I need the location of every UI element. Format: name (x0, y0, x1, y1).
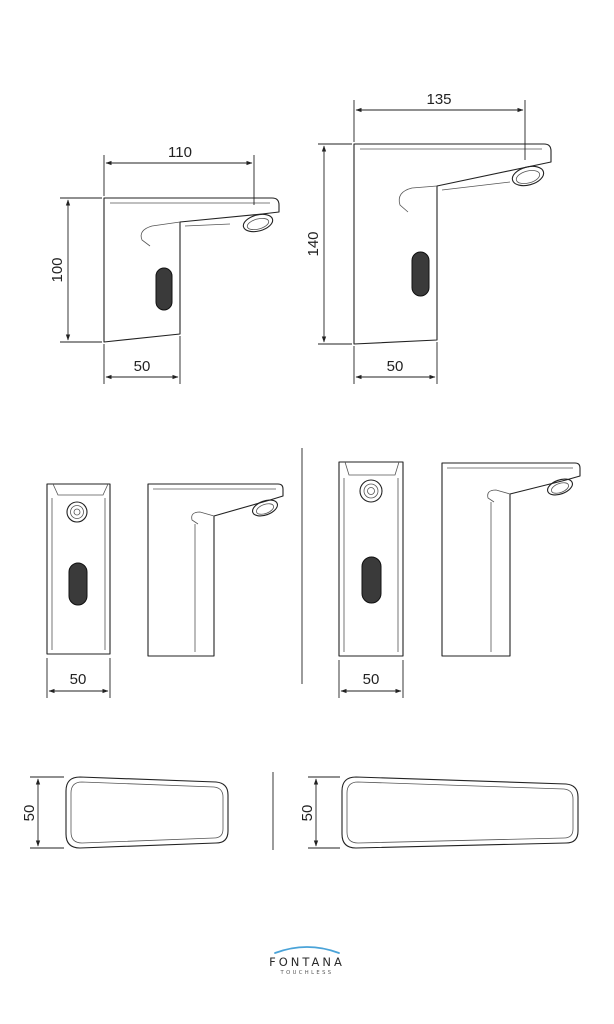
brand-logo: FONTANA TOUCHLESS (269, 946, 345, 976)
dim-large-top-depth: 50 (299, 805, 316, 822)
logo-arc (274, 946, 340, 954)
large-faucet-front-view (338, 461, 404, 657)
dim-large-height: 140 (305, 231, 322, 256)
small-faucet-top-view (65, 776, 229, 849)
dim-small-top-depth: 50 (21, 805, 38, 822)
sensor-window (361, 556, 382, 604)
small-faucet-side-view (103, 197, 280, 343)
dim-small-base: 50 (134, 358, 151, 375)
brand-name: FONTANA (269, 955, 345, 969)
dim-large-front-base: 50 (363, 671, 380, 688)
dim-small-front-base: 50 (70, 671, 87, 688)
dim-small-width: 110 (168, 144, 192, 161)
large-faucet-side-view (353, 143, 552, 345)
small-faucet-angled-view (147, 483, 284, 657)
large-faucet-angled-view (441, 462, 581, 657)
small-front-dimensions: 50 (46, 658, 111, 698)
dim-small-height: 100 (49, 257, 66, 282)
small-top-dimensions: 50 (21, 776, 64, 849)
sensor-window (155, 267, 173, 311)
large-faucet-top-view (341, 776, 579, 849)
small-side-dimensions: 110 100 50 (49, 144, 255, 384)
large-top-dimensions: 50 (299, 776, 340, 849)
small-faucet-front-view (46, 483, 111, 655)
sensor-window (68, 562, 88, 606)
large-side-dimensions: 135 140 50 (305, 91, 526, 384)
brand-tagline: TOUCHLESS (280, 970, 334, 976)
dim-large-width: 135 (426, 91, 451, 108)
sensor-window (411, 251, 430, 297)
large-front-dimensions: 50 (338, 660, 404, 698)
dim-large-base: 50 (387, 358, 404, 375)
